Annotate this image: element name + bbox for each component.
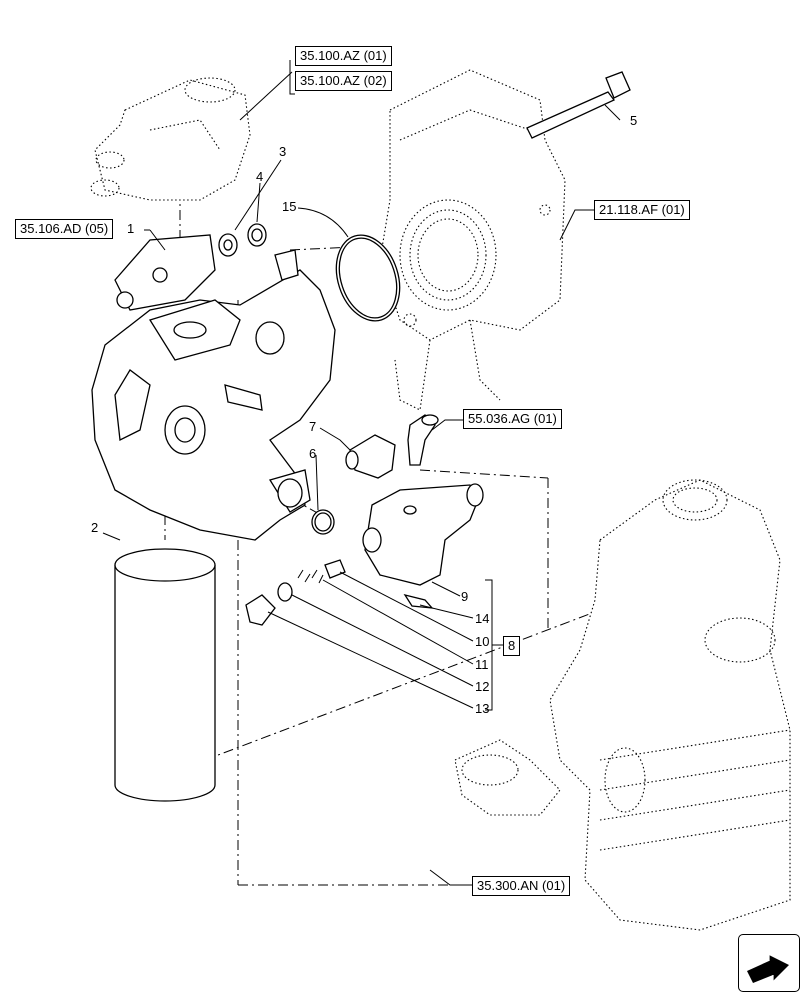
ref-35-100-az-02[interactable]: 35.100.AZ (02) <box>295 71 392 91</box>
seal-6 <box>311 509 335 535</box>
ref-35-106-ad-05[interactable]: 35.106.AD (05) <box>15 219 114 239</box>
o-ring-15 <box>335 234 401 322</box>
callout-15: 15 <box>282 199 297 214</box>
callout-9: 9 <box>461 589 469 604</box>
valve-body-9 <box>362 483 484 609</box>
control-valve-block <box>90 77 251 201</box>
callout-10: 10 <box>475 634 490 649</box>
transmission-housing <box>379 69 566 411</box>
callout-1: 1 <box>127 221 135 236</box>
ref-35-100-az-01[interactable]: 35.100.AZ (01) <box>295 46 392 66</box>
next-page-button[interactable] <box>738 934 800 992</box>
ref-21-118-af-01[interactable]: 21.118.AF (01) <box>594 200 690 220</box>
leader-lines <box>102 60 621 886</box>
bolt-5 <box>526 71 631 139</box>
callout-13: 13 <box>475 701 490 716</box>
callout-4: 4 <box>256 169 264 184</box>
ref-8[interactable]: 8 <box>503 636 521 656</box>
callout-5: 5 <box>630 113 638 128</box>
spring-parts <box>245 559 346 626</box>
ref-35-300-an-01[interactable]: 35.300.AN (01) <box>472 876 571 896</box>
callout-7: 7 <box>309 419 317 434</box>
hydraulic-pump <box>91 234 336 541</box>
callout-3: 3 <box>279 144 287 159</box>
washer-4 <box>247 223 267 247</box>
ref-55-036-ag-01[interactable]: 55.036.AG (01) <box>463 409 562 429</box>
nut-3 <box>218 233 238 257</box>
callout-14: 14 <box>475 611 490 626</box>
final-drive-housing <box>454 479 791 931</box>
callout-2: 2 <box>91 520 99 535</box>
filter-cartridge-2 <box>114 548 216 802</box>
test-coupling <box>407 414 439 466</box>
arrow-next-icon <box>747 955 789 983</box>
callout-12: 12 <box>475 679 490 694</box>
callout-11: 11 <box>475 657 489 672</box>
callout-6: 6 <box>309 446 317 461</box>
elbow-fitting-7 <box>345 434 396 479</box>
